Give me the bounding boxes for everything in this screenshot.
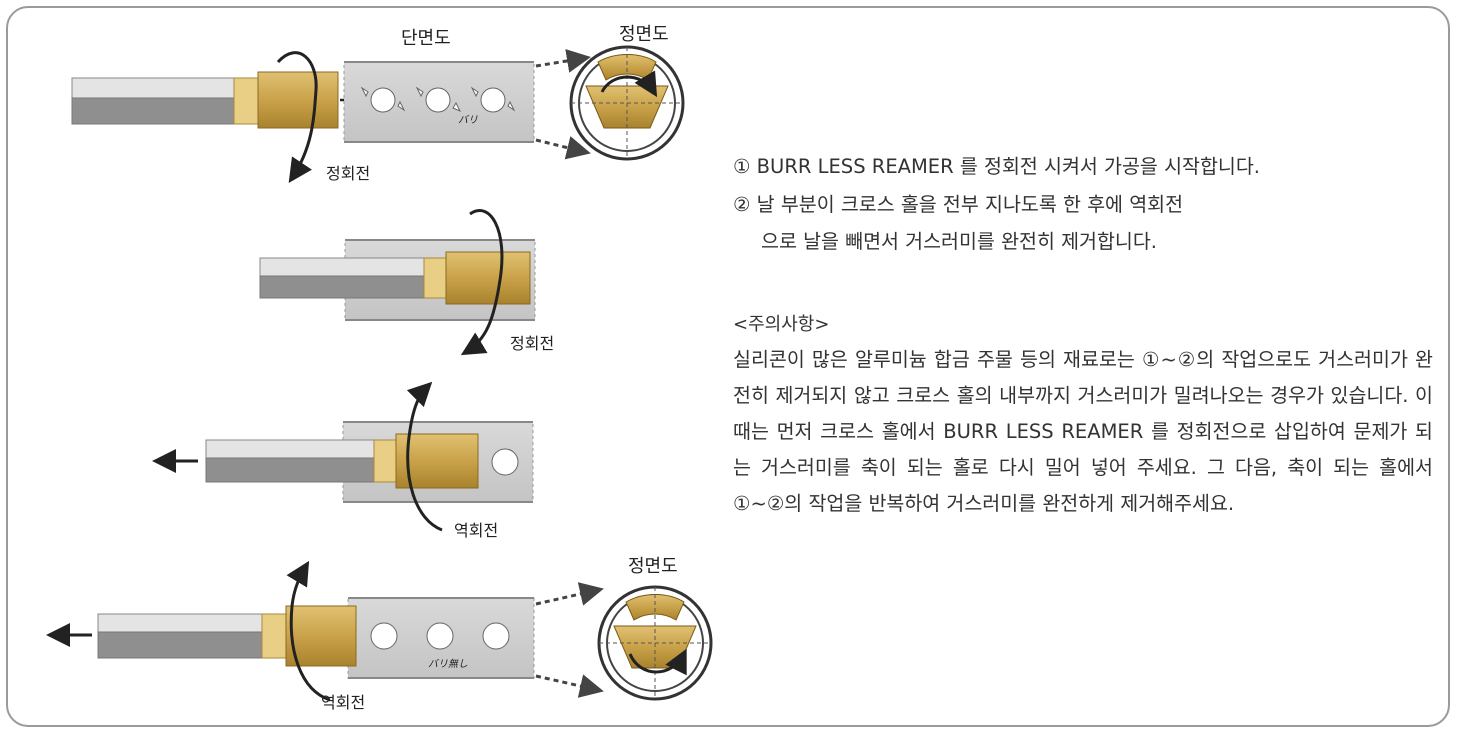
step1-assembly (71, 51, 535, 183)
front-view-1 (535, 45, 685, 161)
collar (423, 257, 447, 299)
shank-bottom (71, 97, 235, 125)
shank-top (205, 439, 375, 459)
cross-hole (370, 622, 398, 650)
cross-hole (425, 87, 451, 113)
step-2-text: ② 날 부분이 크로스 홀을 전부 지나도록 한 후에 역회전 (733, 193, 1184, 216)
shank-top (259, 257, 425, 277)
burr-free-tag: バリ無し (428, 659, 468, 670)
step3-assembly (152, 381, 534, 532)
caution-heading: <주의사항> (733, 314, 830, 335)
front-view-label: 정면도 (628, 556, 678, 577)
instruction-panel: ① BURR LESS REAMER 를 정회전 시켜서 가공을 시작합니다. … (733, 148, 1433, 522)
rotation-label: 역회전 (454, 521, 499, 540)
rotation-label: 정회전 (510, 334, 555, 353)
blade-body (285, 605, 357, 667)
front-view-label: 정면도 (619, 24, 669, 45)
shank-top (97, 613, 263, 633)
cross-hole (480, 87, 506, 113)
blade-body (445, 251, 531, 305)
shank-bottom (259, 275, 425, 299)
shank-bottom (205, 457, 375, 483)
cross-hole (426, 622, 454, 650)
collar (261, 613, 287, 659)
burr-tag: バリ (458, 115, 478, 126)
cross-hole (370, 87, 396, 113)
shank-top (71, 77, 235, 99)
diagram-frame (6, 6, 1450, 727)
collar (373, 439, 397, 483)
cross-hole (482, 622, 510, 650)
shank-bottom (97, 631, 263, 659)
blade-body (257, 71, 339, 129)
step-1-text: ① BURR LESS REAMER 를 정회전 시켜서 가공을 시작합니다. (733, 155, 1260, 178)
step2-assembly (259, 209, 536, 356)
step-2-continuation: 으로 날을 빼면서 거스러미를 완전히 제거합니다. (761, 230, 1157, 253)
caution-body: 실리콘이 많은 알루미늄 합금 주물 등의 재료로는 ①~②의 작업으로도 거스… (733, 348, 1433, 515)
collar (233, 77, 259, 125)
rotation-label: 정회전 (326, 164, 371, 183)
cross-hole (491, 448, 519, 476)
section-view-label: 단면도 (401, 28, 451, 49)
step4-assembly (46, 560, 535, 702)
rotation-label: 역회전 (321, 693, 366, 712)
front-view-2 (535, 582, 713, 701)
